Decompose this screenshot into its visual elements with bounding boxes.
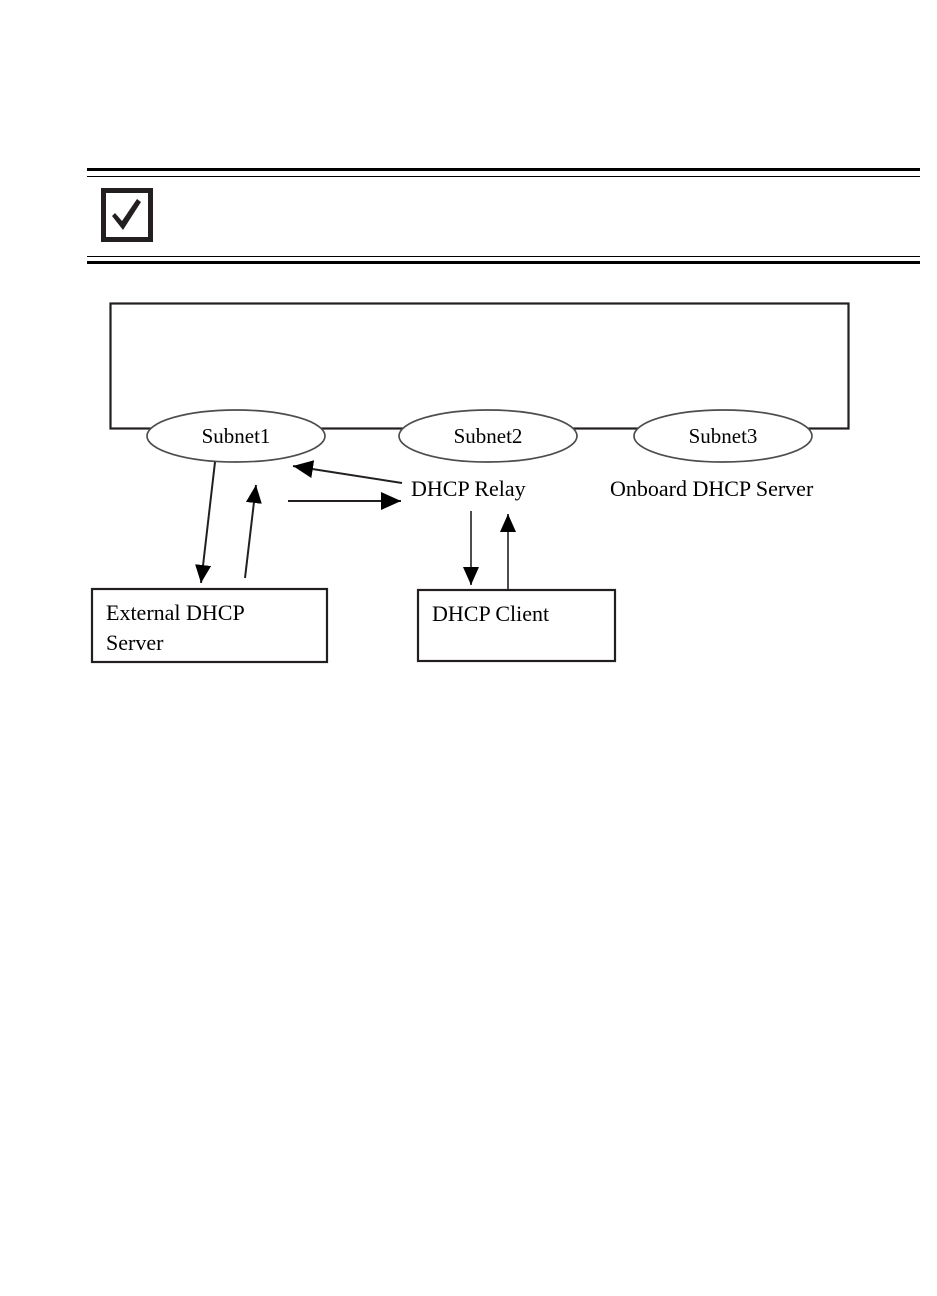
note-callout xyxy=(87,168,920,265)
node-subnet2-label: Subnet2 xyxy=(454,424,523,448)
caption-dhcp-relay: DHCP Relay xyxy=(411,476,526,501)
node-subnet3: Subnet3 xyxy=(633,409,813,463)
note-bottom-thick-rule xyxy=(87,261,920,264)
arrow-external-server-to-subnet1 xyxy=(244,484,262,579)
dhcp-relay-topology-diagram: Subnet1 Subnet2 Subnet3 DHCP Relay Onboa… xyxy=(90,302,850,664)
arrow-relay-to-subnet1 xyxy=(292,460,403,484)
node-subnet2: Subnet2 xyxy=(398,409,578,463)
box-external-dhcp-server: External DHCP Server xyxy=(90,587,329,664)
node-subnet1: Subnet1 xyxy=(146,409,326,463)
box-external-dhcp-server-line-1: External DHCP xyxy=(106,600,245,625)
arrow-subnet1-to-external-server xyxy=(195,461,216,584)
box-dhcp-client-line-1: DHCP Client xyxy=(432,601,549,626)
box-dhcp-client: DHCP Client xyxy=(416,588,617,663)
note-top-thin-rule xyxy=(87,176,920,177)
box-external-dhcp-server-line-2: Server xyxy=(106,630,164,655)
checkmark-note-icon xyxy=(101,188,153,242)
caption-onboard-dhcp-server: Onboard DHCP Server xyxy=(610,476,814,501)
node-subnet3-label: Subnet3 xyxy=(689,424,758,448)
node-subnet1-label: Subnet1 xyxy=(202,424,271,448)
note-top-thick-rule xyxy=(87,168,920,171)
note-bottom-thin-rule xyxy=(87,256,920,257)
